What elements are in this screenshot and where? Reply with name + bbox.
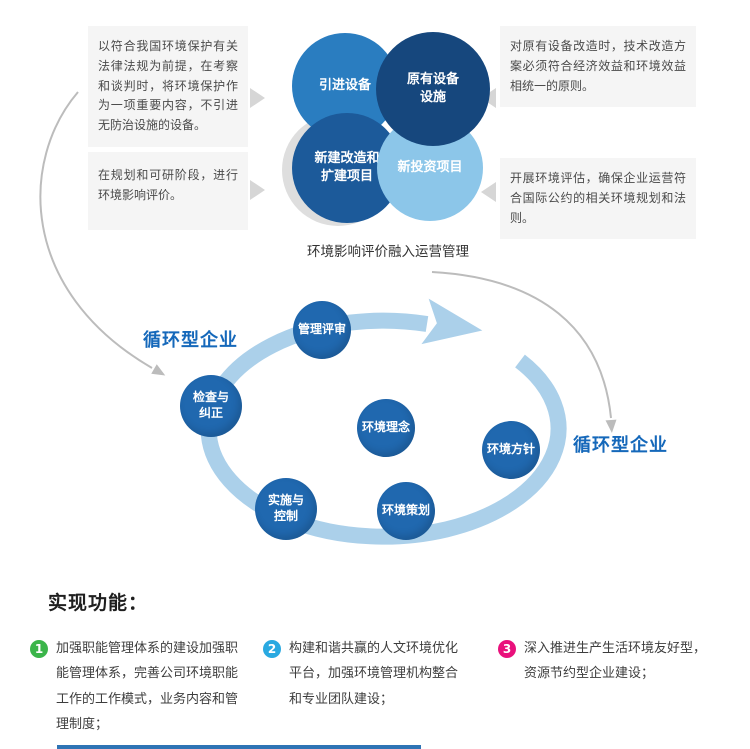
callout-bottom-left-arrow-icon (250, 180, 265, 200)
function-text-1: 加强职能管理体系的建设加强职能管理体系，完善公司环境职能工作的工作模式，业务内容… (56, 641, 239, 733)
cycle-arrowhead-icon (421, 298, 483, 345)
curve-left (39, 91, 153, 369)
function-badge-2: 2 (263, 640, 281, 658)
callout-bottom-right-arrow-icon (481, 182, 496, 202)
curve-right-arrowhead-icon (605, 419, 617, 433)
cycle-label-left: 循环型企业 (143, 330, 238, 351)
callout-bottom-left: 在规划和可研阶段，进行环境影响评价。 (88, 152, 248, 230)
cycle-node-policy: 环境方针 (482, 421, 540, 479)
callout-top-right: 对原有设备改造时，技术改造方案必须符合经济效益和环境效益相统一的原则。 (500, 26, 696, 108)
cycle-node-concept: 环境理念 (357, 399, 415, 457)
function-item-3: 3 深入推进生产生活环境友好型，资源节约型企业建设； (498, 636, 720, 687)
callout-top-left-arrow-icon (250, 88, 265, 108)
bottom-divider (57, 745, 421, 749)
cycle-node-review: 管理评审 (293, 301, 351, 359)
cycle-node-plan: 环境策划 (377, 482, 435, 540)
function-item-2: 2 构建和谐共赢的人文环境优化平台，加强环境管理机构整合和专业团队建设； (263, 636, 473, 712)
function-badge-3: 3 (498, 640, 516, 658)
curve-right (431, 271, 612, 419)
cycle-node-implement: 实施与 控制 (255, 478, 317, 540)
functions-heading: 实现功能： (48, 592, 149, 614)
cycle-node-check: 检查与 纠正 (180, 375, 242, 437)
function-item-1: 1 加强职能管理体系的建设加强职能管理体系，完善公司环境职能工作的工作模式，业务… (30, 636, 242, 737)
callout-top-left: 以符合我国环境保护有关法律法规为前提，在考察和谈判时，将环境保护作为一项重要内容… (88, 26, 248, 147)
venn-caption: 环境影响评价融入运营管理 (307, 244, 469, 260)
venn-circle-existing: 原有设备 设施 (376, 32, 490, 146)
function-text-2: 构建和谐共赢的人文环境优化平台，加强环境管理机构整合和专业团队建设； (289, 641, 459, 707)
function-badge-1: 1 (30, 640, 48, 658)
function-text-3: 深入推进生产生活环境友好型，资源节约型企业建设； (524, 641, 707, 682)
curve-left-arrowhead-icon (151, 364, 166, 376)
cycle-label-right: 循环型企业 (573, 435, 668, 456)
callout-bottom-right: 开展环境评估，确保企业运营符合国际公约的相关环境规划和法则。 (500, 158, 696, 240)
